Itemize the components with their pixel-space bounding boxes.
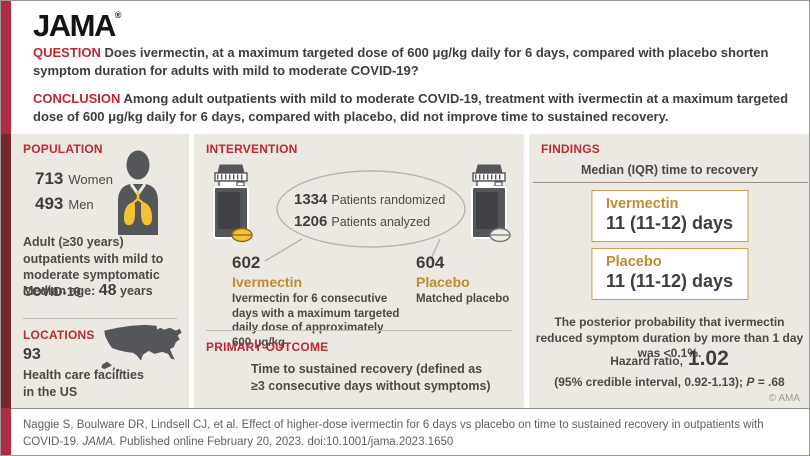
arm-placebo: 604 Placebo Matched placebo	[416, 253, 520, 307]
median-age-unit: years	[116, 284, 153, 298]
findings-subtitle: Median (IQR) time to recovery	[580, 163, 759, 177]
population-stats: 713 Women 493 Men	[35, 167, 113, 217]
randomization-ellipse	[264, 170, 466, 262]
arm-ivermectin-description: Ivermectin for 6 consecutive days with a…	[232, 293, 400, 350]
posterior-probability-text: The posterior probability that ivermecti…	[535, 315, 804, 361]
men-label: Men	[68, 197, 94, 212]
primary-outcome-text: Time to sustained recovery (defined as ≥…	[251, 362, 491, 393]
question-label: QUESTION	[33, 45, 101, 60]
jama-logo-text: JAMA	[33, 8, 116, 43]
findings-heading: FINDINGS	[541, 142, 600, 156]
men-stat: 493 Men	[35, 192, 113, 217]
findings-panel: FINDINGS Median (IQR) time to recovery I…	[529, 134, 809, 408]
result-placebo-value: 11 (11-12) days	[605, 271, 734, 291]
median-age-value: 48	[98, 282, 117, 299]
findings-rule	[533, 182, 808, 183]
arm-ivermectin: 602 Ivermectin Ivermectin for 6 consecut…	[232, 253, 404, 351]
p-value: = .68	[754, 375, 785, 389]
person-lungs-icon	[118, 150, 158, 235]
accent-bar-bottom	[1, 408, 11, 455]
citation-footer: Naggie S, Boulware DR, Lindsell CJ, et a…	[11, 408, 809, 455]
men-count: 493	[35, 194, 64, 213]
locations-heading: LOCATIONS	[23, 328, 95, 342]
locations-label: Health care facilities in the US	[23, 368, 144, 399]
intervention-panel: INTERVENTION	[194, 134, 524, 408]
arm-ivermectin-name: Ivermectin	[232, 274, 303, 290]
population-heading: POPULATION	[23, 142, 103, 156]
p-symbol: P	[746, 375, 755, 389]
arm-placebo-description: Matched placebo	[416, 293, 510, 305]
median-age: Median age: 48 years	[23, 282, 153, 300]
accent-bar-top	[1, 1, 11, 134]
locations-count: 93	[23, 346, 41, 363]
randomized-label: Patients randomized	[331, 193, 446, 207]
hazard-ratio-label: Hazard ratio,	[610, 354, 683, 368]
median-age-label: Median age:	[23, 284, 99, 298]
women-count: 713	[35, 169, 64, 188]
intervention-heading: INTERVENTION	[206, 142, 298, 156]
intervention-divider	[206, 330, 512, 331]
population-divider	[23, 318, 177, 319]
citation-text: Naggie S, Boulware DR, Lindsell CJ, et a…	[23, 419, 764, 448]
arm-ivermectin-count: 602	[232, 253, 261, 272]
pill-bottle-white-pill-icon	[471, 164, 511, 243]
question-paragraph: QUESTION Does ivermectin, at a maximum t…	[33, 44, 798, 81]
header: JAMA® QUESTION Does ivermectin, at a max…	[11, 1, 809, 134]
arm-placebo-name: Placebo	[416, 274, 470, 290]
result-ivermectin-value: 11 (11-12) days	[605, 213, 734, 233]
primary-outcome-heading: PRIMARY OUTCOME	[206, 340, 329, 354]
pill-bottle-yellow-pill-icon	[213, 164, 253, 243]
hazard-ratio-value: 1.02	[687, 347, 729, 370]
result-box-placebo: Placebo 11 (11-12) days	[590, 248, 749, 300]
hazard-ratio-line: Hazard ratio, 1.02	[529, 347, 809, 371]
result-ivermectin-name: Ivermectin	[605, 196, 679, 212]
credible-interval-text: (95% credible interval, 0.92-1.13);	[554, 375, 747, 389]
us-map-icon	[101, 324, 182, 374]
conclusion-text: Among adult outpatients with mild to mod…	[33, 91, 789, 125]
citation-journal: JAMA.	[82, 435, 117, 448]
conclusion-paragraph: CONCLUSION Among adult outpatients with …	[33, 90, 798, 127]
result-placebo-name: Placebo	[605, 254, 662, 270]
analyzed-label: Patients analyzed	[331, 215, 431, 229]
registered-mark: ®	[114, 10, 122, 20]
women-stat: 713 Women	[35, 167, 113, 192]
jama-logo: JAMA®	[33, 8, 121, 44]
result-box-ivermectin: Ivermectin 11 (11-12) days	[590, 190, 749, 242]
women-label: Women	[68, 172, 113, 187]
population-description: Adult (≥30 years) outpatients with mild …	[23, 235, 164, 299]
randomized-count: 1334	[294, 191, 328, 208]
population-panel: POPULATION 713 Women 493 Men Adult (≥30 ye…	[11, 134, 189, 408]
credible-interval-line: (95% credible interval, 0.92-1.13); P = …	[529, 375, 809, 389]
arm-placebo-count: 604	[416, 253, 445, 272]
question-text: Does ivermectin, at a maximum targeted d…	[33, 45, 769, 79]
citation-text-2: Published online February 20, 2023. doi:…	[116, 435, 454, 448]
ama-copyright: © AMA	[768, 393, 800, 404]
conclusion-label: CONCLUSION	[33, 91, 121, 106]
analyzed-count: 1206	[294, 213, 328, 230]
accent-bar-middle	[1, 134, 11, 408]
